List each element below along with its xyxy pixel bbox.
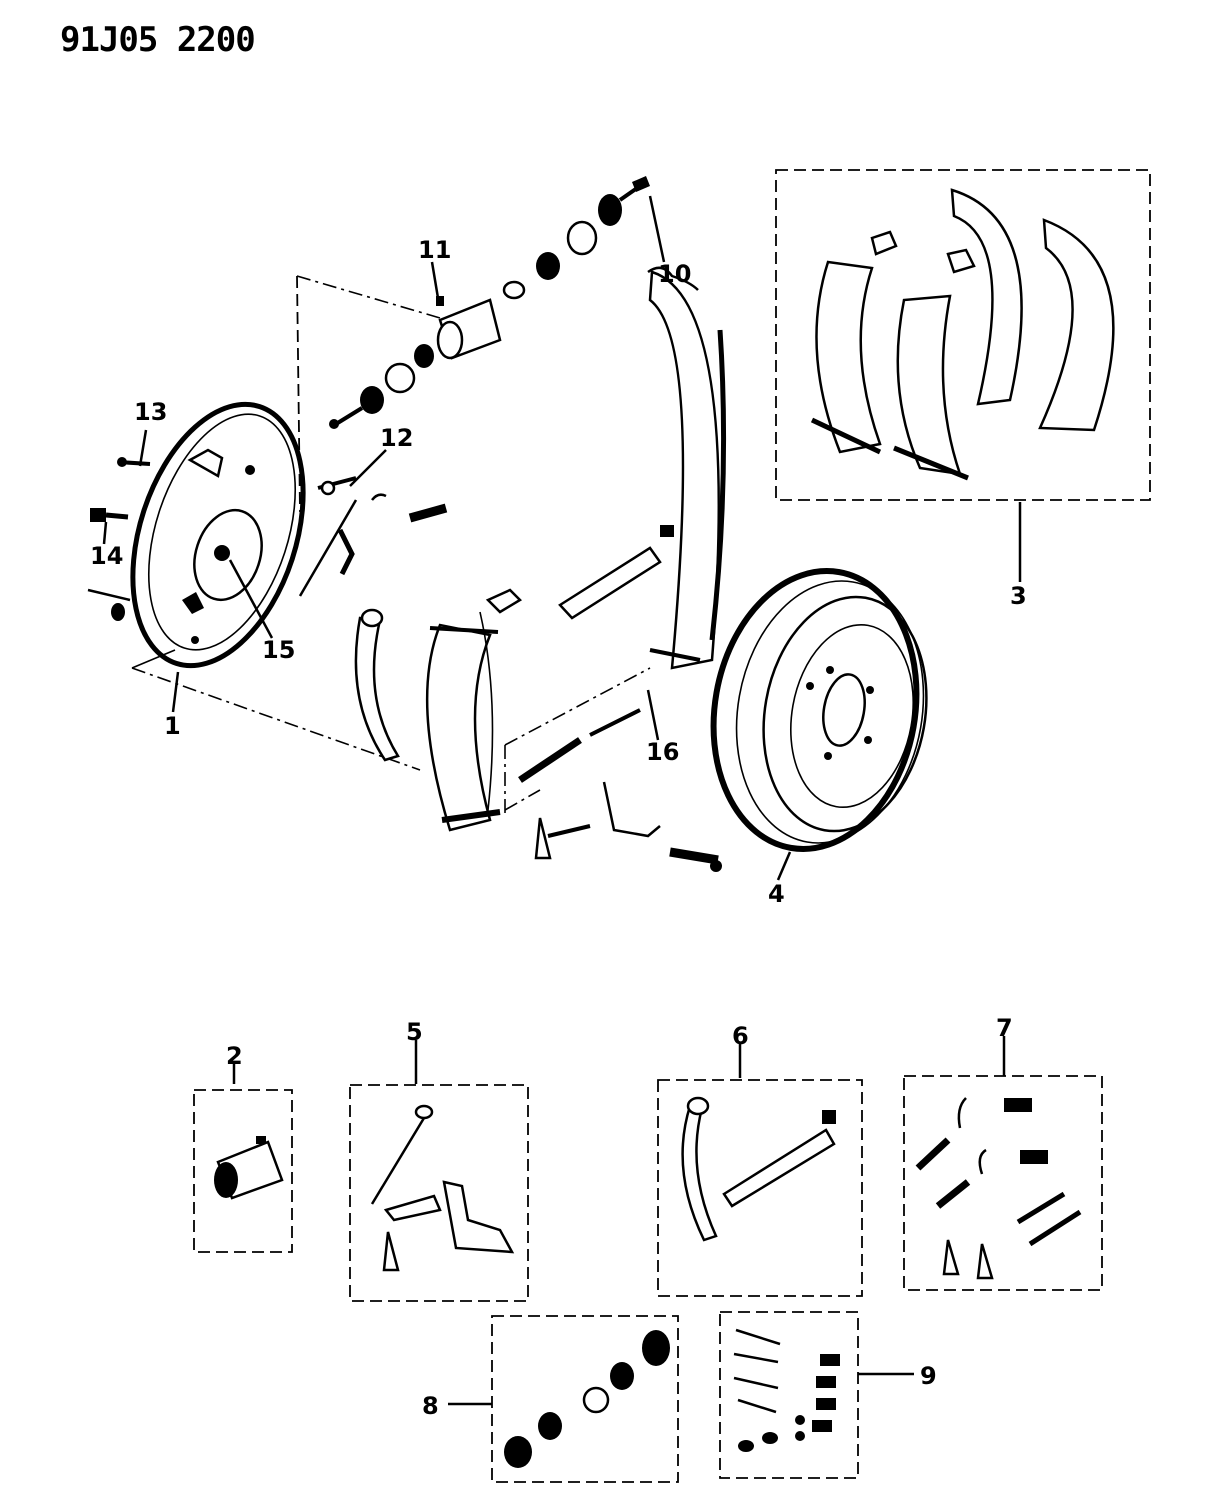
- backing-plate: [130, 401, 306, 669]
- assembly-guides: [131, 275, 651, 815]
- mounting-bolts: [87, 457, 151, 621]
- callout-11: 11: [418, 236, 451, 264]
- callout-6: 6: [732, 1022, 749, 1050]
- callout-5: 5: [406, 1018, 423, 1046]
- kit-5-adjuster: [349, 1084, 529, 1302]
- kit-8-cylinder-rebuild: [491, 1315, 679, 1483]
- brake-shoe-secondary: [647, 266, 727, 670]
- shoe-strut: [354, 608, 400, 762]
- kit-6-strut-lever: [657, 1079, 863, 1297]
- callout-15: 15: [262, 636, 295, 664]
- callout-7: 7: [996, 1014, 1013, 1042]
- callout-12: 12: [380, 424, 413, 452]
- callout-3: 3: [1010, 582, 1027, 610]
- kit-2-wheel-cylinder: [193, 1089, 293, 1253]
- callout-10: 10: [658, 260, 691, 288]
- kit-7-springs: [903, 1075, 1103, 1291]
- callout-16: 16: [646, 738, 679, 766]
- callout-9: 9: [920, 1362, 937, 1390]
- callout-2: 2: [226, 1042, 243, 1070]
- kit-9-hold-down-hardware: [719, 1311, 859, 1479]
- callout-4: 4: [768, 880, 785, 908]
- callout-14: 14: [90, 542, 123, 570]
- adjuster-cable-parts: [298, 476, 448, 597]
- callout-13: 13: [134, 398, 167, 426]
- callout-labels: 1 2 3 4 5 6 7 8 9 10 11 12 13 14 15 16: [90, 236, 1027, 1420]
- leader-lines: [102, 195, 1022, 1406]
- brake-drum: [710, 568, 928, 852]
- park-brake-lever: [547, 525, 674, 838]
- callout-1: 1: [164, 712, 181, 740]
- wheel-cylinder-exploded: [329, 176, 650, 429]
- brake-shoe-primary: [425, 588, 523, 832]
- kit-3-brake-shoes: [775, 169, 1151, 501]
- springs-hardware: [518, 708, 722, 872]
- callout-8: 8: [422, 1392, 439, 1420]
- document-id: 91J05 2200: [60, 20, 256, 60]
